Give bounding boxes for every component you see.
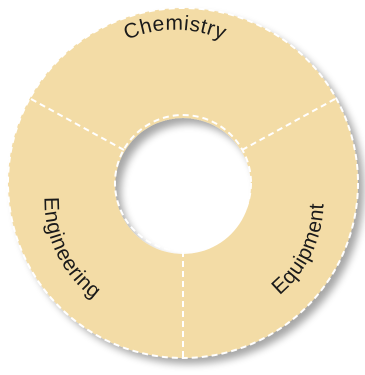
ring-shape — [7, 8, 358, 359]
divider-upper-right — [241, 98, 336, 151]
ring-outer-border — [7, 7, 359, 359]
ring-inner-border — [114, 114, 252, 252]
divider-upper-left — [30, 98, 125, 151]
